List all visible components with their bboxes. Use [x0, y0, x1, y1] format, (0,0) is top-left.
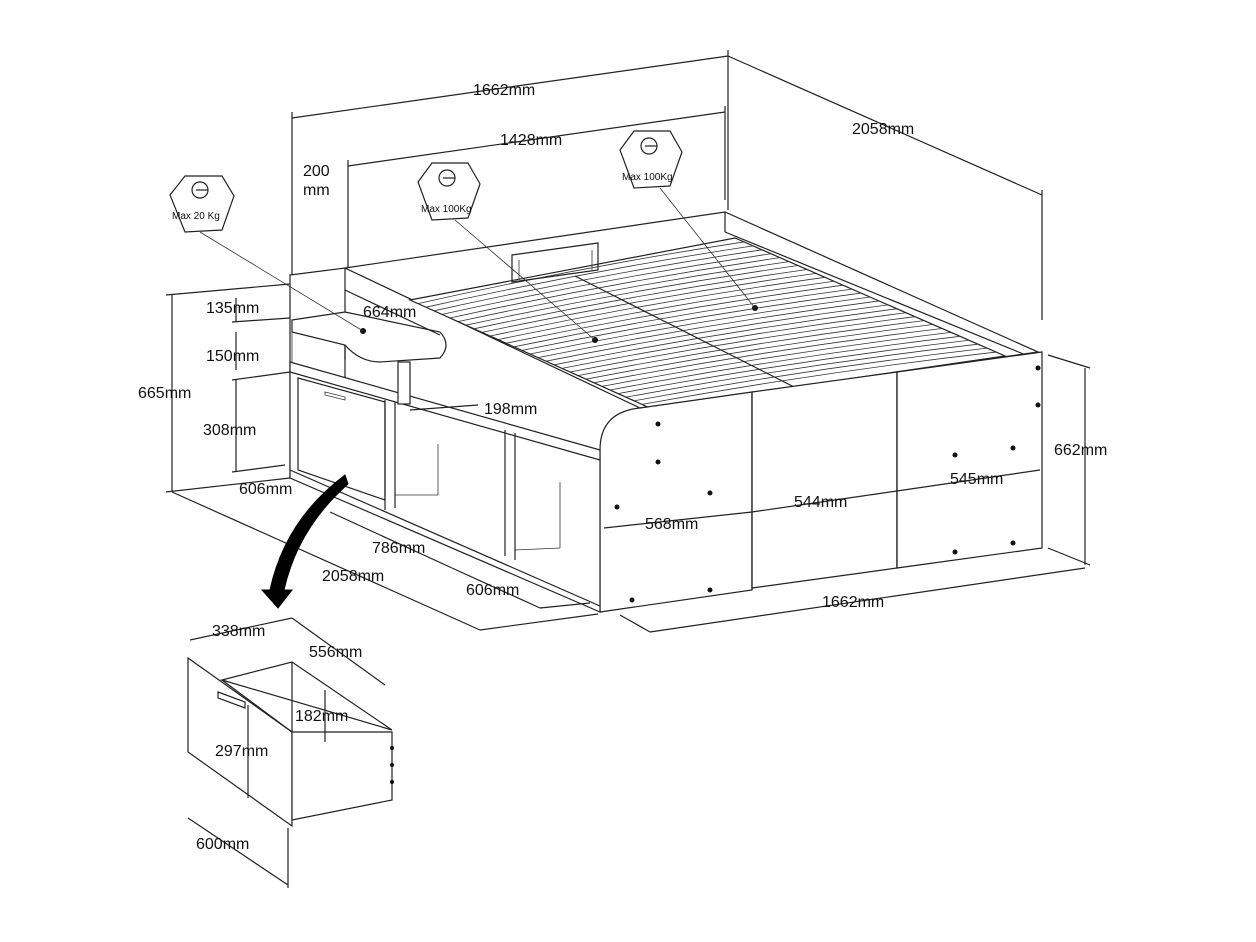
slat [577, 320, 925, 376]
slat [537, 300, 880, 358]
slat [521, 292, 862, 351]
label-top-width: 1662mm [473, 82, 535, 99]
label-lower-height: 308mm [203, 422, 256, 439]
label-inner-width: 1428mm [500, 132, 562, 149]
label-side-depth: 2058mm [322, 568, 384, 585]
slat [449, 257, 781, 319]
label-drawer-width: 338mm [212, 623, 265, 640]
dimension-labels: 1662mm 1428mm 2058mm 200 mm 135mm 664mm … [138, 82, 1107, 853]
slat [601, 332, 952, 387]
slat [545, 304, 889, 362]
label-compartment-c: 606mm [466, 582, 519, 599]
label-front-height: 662mm [1054, 442, 1107, 459]
slat [457, 261, 790, 322]
slat [505, 284, 844, 344]
label-drawer-height: 297mm [215, 743, 268, 760]
label-side-panel-unit: mm [303, 182, 330, 199]
slat [489, 276, 826, 337]
label-drawer-inner-height: 182mm [295, 708, 348, 725]
load-icon-slats-right: Max 100Kg [619, 130, 756, 309]
bed-body [289, 211, 1043, 613]
drawer-detail [187, 617, 394, 888]
slat [633, 347, 988, 402]
label-compartment-a: 606mm [239, 481, 292, 498]
label-shelf-gap-mid: 150mm [206, 348, 259, 365]
slat [569, 316, 916, 373]
slat [497, 280, 835, 340]
slat [617, 339, 970, 394]
load-label-slats-right: Max 100Kg [622, 172, 673, 183]
slat [465, 265, 799, 326]
dimension-lines [165, 50, 1091, 633]
slats [417, 241, 997, 405]
slat [481, 273, 817, 333]
slat [561, 312, 907, 369]
label-drawer-depth: 556mm [309, 644, 362, 661]
slat [553, 308, 898, 366]
label-side-panel-top: 200 [303, 163, 330, 180]
load-label-shelf: Max 20 Kg [172, 211, 220, 222]
label-shelf-gap-top: 135mm [206, 300, 259, 317]
slat [641, 351, 997, 405]
load-icon-slats-left: Max 100Kg [417, 162, 596, 341]
slat [593, 328, 943, 384]
drawer-callout-arrow [260, 474, 349, 609]
slat [609, 335, 961, 391]
label-top-depth: 2058mm [852, 121, 914, 138]
label-drawer-length: 600mm [196, 836, 249, 853]
slat [625, 343, 979, 398]
slat [473, 269, 808, 330]
slat [417, 241, 745, 304]
load-icon-shelf: Max 20 Kg [169, 175, 364, 332]
slat [425, 245, 754, 308]
label-front-panel-c: 545mm [950, 471, 1003, 488]
label-shelf-length: 664mm [363, 304, 416, 321]
load-label-slats-left: Max 100Kg [421, 204, 472, 215]
slat [513, 288, 853, 348]
slat [433, 249, 763, 312]
slat [441, 253, 772, 315]
label-front-panel-a: 568mm [645, 516, 698, 533]
label-total-height: 665mm [138, 385, 191, 402]
slat [529, 296, 871, 355]
label-front-width: 1662mm [822, 594, 884, 611]
slat [585, 324, 934, 380]
label-compartment-b: 786mm [372, 540, 425, 557]
label-shelf-depth: 198mm [484, 401, 537, 418]
label-front-panel-b: 544mm [794, 494, 847, 511]
